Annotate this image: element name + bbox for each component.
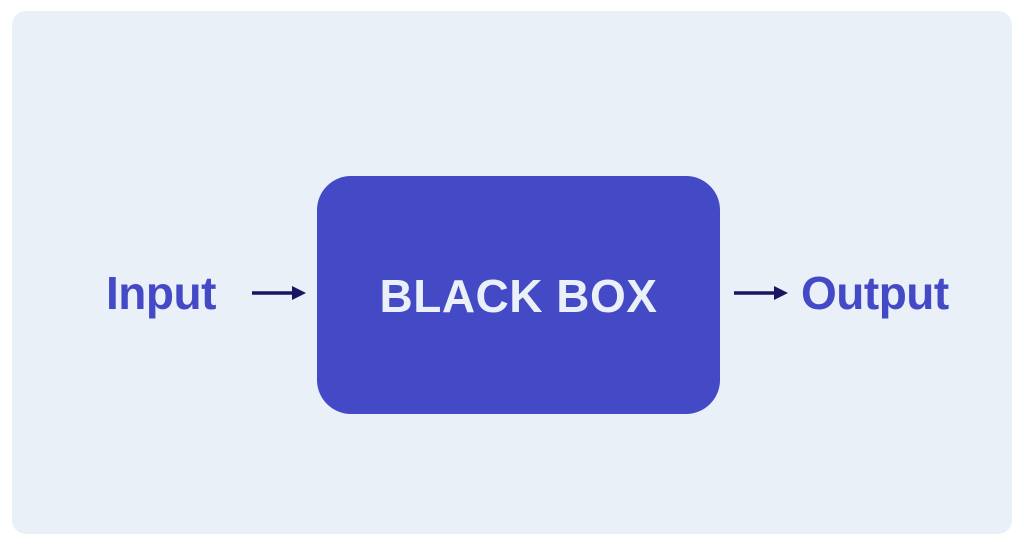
output-arrow-head: [774, 286, 788, 300]
input-label: Input: [106, 267, 216, 319]
diagram-canvas: Input BLACK BOX Output: [12, 11, 1012, 534]
black-box-label: BLACK BOX: [379, 270, 658, 322]
input-arrow-head: [292, 286, 306, 300]
output-label: Output: [801, 267, 949, 319]
black-box: BLACK BOX: [317, 176, 720, 414]
output-arrow-icon: [734, 286, 788, 300]
input-arrow-icon: [252, 286, 306, 300]
